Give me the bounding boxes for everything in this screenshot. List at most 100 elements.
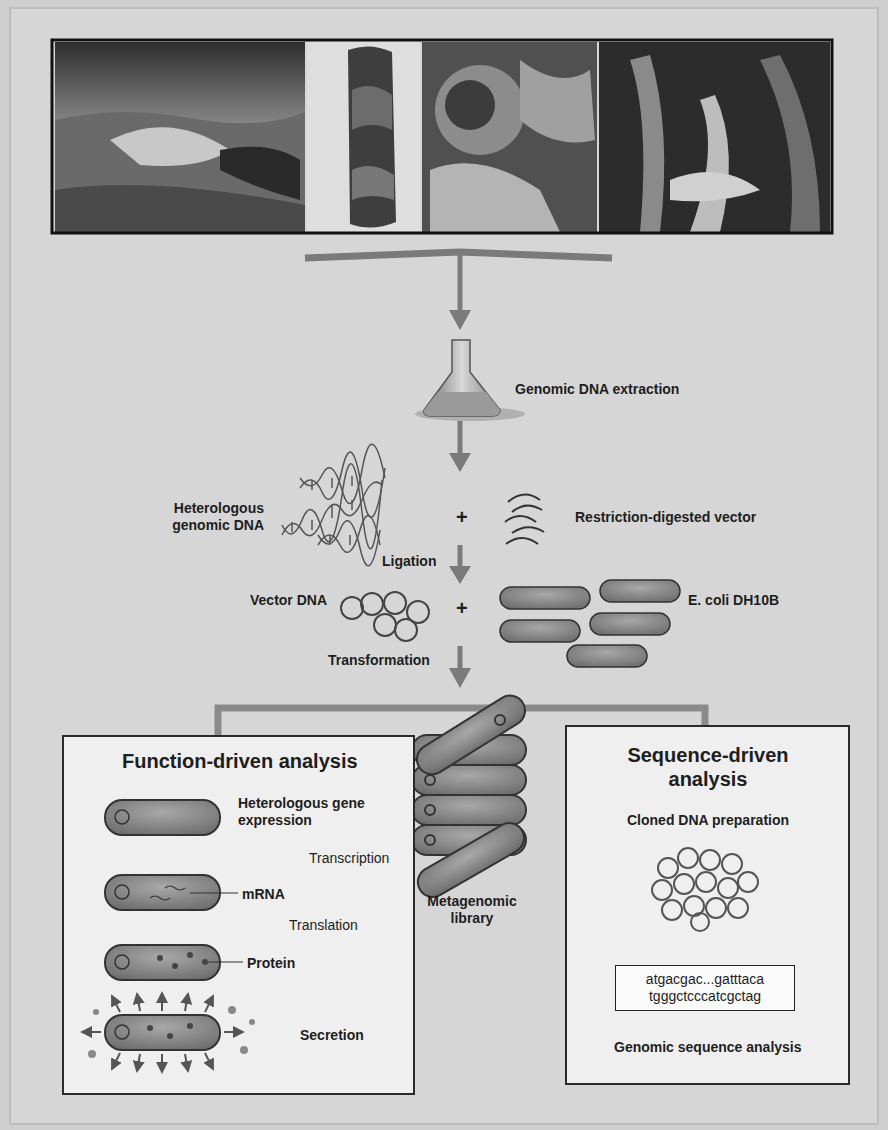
panel-grounds-part [62, 735, 415, 1095]
photo-strip-part [670, 172, 760, 201]
dna-helix-part [291, 522, 293, 532]
photo-strip-part [52, 40, 832, 233]
expression-cells-part-part [115, 885, 129, 899]
dna-helix-part [351, 500, 353, 510]
expression-cells-part-part [88, 1050, 96, 1058]
photo-strip-part [348, 46, 396, 227]
photo-strip-part [435, 65, 525, 155]
ecoli-cells [500, 580, 680, 667]
part-label: Metagenomic library [412, 893, 532, 927]
expression-cells-part-part [205, 1053, 213, 1069]
plasmid-circles [341, 592, 429, 641]
expression-cells-part-part [240, 1046, 248, 1054]
flow-arrows-part [449, 668, 471, 688]
expression-cells-part-part [161, 1054, 163, 1072]
expression-cells-part-part [82, 1031, 101, 1033]
expression-cells-part-part [115, 810, 129, 824]
expression-cells-part-part [185, 1054, 188, 1071]
photo-strip-part [55, 185, 305, 232]
library-stack-part [425, 775, 435, 785]
dna-helix-part [282, 482, 382, 535]
expression-cells-part-part [224, 1031, 243, 1033]
library-stack-part [411, 690, 530, 780]
flow-arrows-part [458, 254, 463, 312]
flow-arrows-part [458, 420, 463, 455]
dna-helix-part [331, 478, 333, 488]
step-label: Translation [289, 917, 358, 934]
part-label: Protein [247, 955, 295, 972]
photo-strip-part [430, 163, 560, 232]
cloned-dna-circles-part [706, 898, 726, 918]
expression-cells-part-part [112, 996, 120, 1012]
dna-helix-part [311, 520, 313, 530]
library-stack-part [495, 715, 505, 725]
panel-heading: Sequence-driven analysis [608, 743, 808, 791]
cloned-dna-circles-part [728, 898, 748, 918]
sequence-box: atgacgac...gatttaca tgggctcccatcgctag [615, 965, 795, 1011]
cloned-dna-circles-part [674, 874, 694, 894]
expression-cells-part-part [105, 800, 220, 835]
dna-helix [282, 444, 385, 565]
flow-arrows-part [449, 453, 471, 472]
flow-arrows-part [458, 545, 463, 568]
plasmid-circles-part [395, 619, 417, 641]
plasmid-circles-part [384, 592, 406, 614]
cloned-dna-circles-part [658, 858, 678, 878]
photo-strip-part [110, 127, 230, 166]
photo-strip-part [352, 86, 392, 130]
photo-strip-part [520, 60, 595, 143]
expression-cells-part-part [185, 994, 188, 1011]
expression-cells-part-part [150, 896, 170, 900]
cloned-dna-circles-part [700, 850, 720, 870]
dna-helix-part [311, 480, 313, 490]
part-label: Vector DNA [250, 592, 327, 609]
photo-strip-part [220, 147, 300, 200]
step-label: Cloned DNA preparation [627, 812, 789, 829]
cloned-dna-circles-part [652, 880, 672, 900]
ecoli-cells-part [600, 580, 680, 602]
dna-helix-part [300, 444, 385, 503]
library-stack [411, 690, 530, 903]
vector-arcs-part [512, 527, 544, 533]
ecoli-cells-part [590, 613, 670, 635]
flow-arrows-part [449, 310, 471, 330]
part-label: Heterologous genomic DNA [144, 500, 264, 534]
expression-cells-part-part [190, 892, 238, 893]
dna-helix-part [329, 535, 331, 545]
expression-cells-part-part [249, 1019, 255, 1025]
ecoli-cells-part [500, 587, 590, 609]
expression-cells-part-part [105, 945, 220, 980]
dna-helix-part [300, 452, 385, 517]
vector-arcs-part [505, 516, 536, 522]
expression-cells-part-part [147, 1025, 153, 1031]
panel-grounds-part [565, 725, 850, 1085]
expression-cells [82, 800, 255, 1072]
library-stack-part [425, 835, 435, 845]
photo-strip-part [422, 42, 597, 232]
photo-strip-part [630, 55, 664, 232]
photo-strip-part [307, 42, 420, 232]
library-stack-part [425, 805, 435, 815]
expression-cells-part-part [202, 959, 208, 965]
plus-sign: + [456, 505, 468, 529]
photo-strip-part [760, 55, 820, 232]
flow-arrows-part [449, 566, 471, 584]
dna-helix-part [349, 535, 351, 545]
vector-arcs-part [512, 505, 542, 512]
panel-heading: Function-driven analysis [122, 749, 358, 773]
photo-strip-part [690, 95, 729, 232]
photo-strip-part [55, 112, 305, 232]
photo-strip-part [55, 42, 305, 232]
expression-cells-part [147, 952, 208, 1039]
cloned-dna-circles [652, 848, 758, 931]
vector-arcs-part [508, 494, 540, 502]
sequence-text: atgacgac...gatttaca tgggctcccatcgctag [646, 971, 764, 1005]
cloned-dna-circles-part [691, 913, 709, 931]
part-label: Restriction-digested vector [575, 509, 756, 526]
vector-arcs [505, 494, 544, 544]
library-stack-part [412, 818, 529, 903]
step-label: Heterologous gene expression [238, 795, 368, 829]
expression-cells-part [105, 800, 220, 1050]
